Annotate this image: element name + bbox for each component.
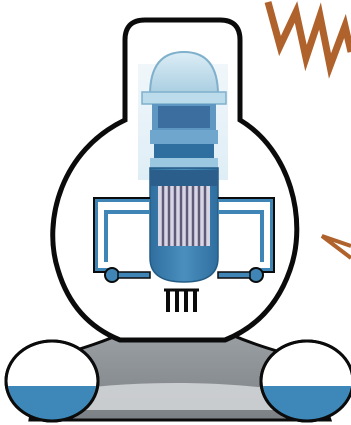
fuel-rods-icon bbox=[158, 186, 210, 246]
reactor-pressure-vessel-icon bbox=[142, 52, 226, 282]
suppression-pool-torus-icon bbox=[6, 341, 98, 421]
pointer-arrow-icon bbox=[322, 236, 351, 258]
suppression-pool-torus-right-icon bbox=[261, 341, 351, 421]
jagged-callout-icon bbox=[268, 2, 351, 66]
